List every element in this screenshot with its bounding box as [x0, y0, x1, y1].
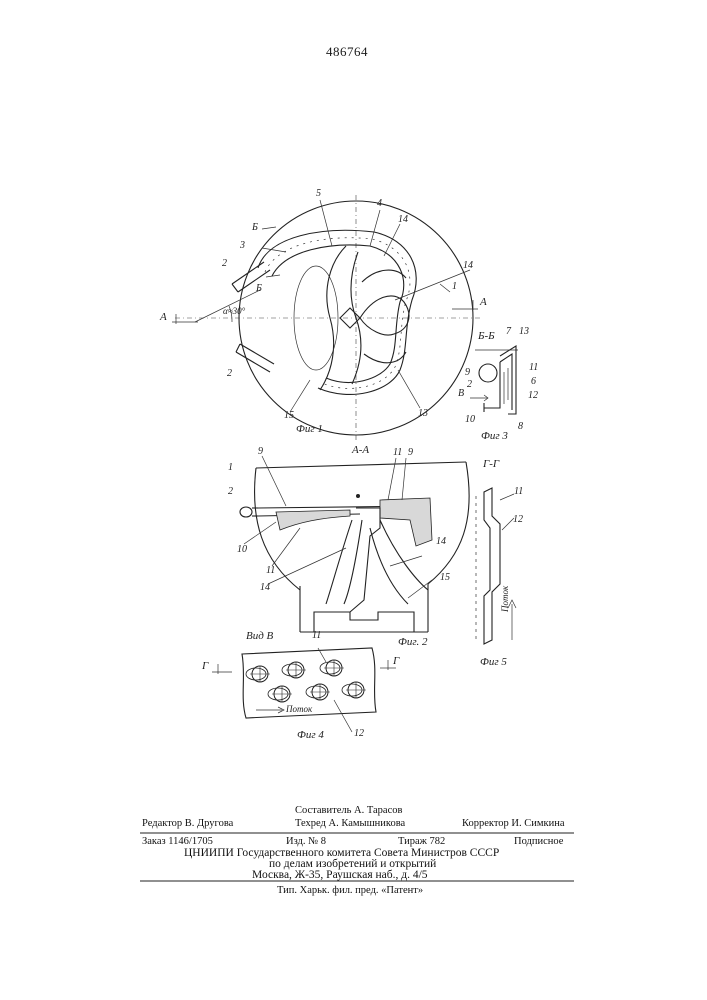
footer-circulation: Тираж 782 [398, 836, 445, 847]
footer-subscription: Подписное [514, 836, 563, 847]
footer-corrector: Корректор И. Симкина [462, 818, 565, 829]
footer-order: Заказ 1146/1705 [142, 836, 213, 847]
footer-issue: Изд. № 8 [286, 836, 326, 847]
footer-editor: Редактор В. Другова [142, 818, 233, 829]
footer-techred: Техред А. Камышникова [295, 818, 405, 829]
footer-printer: Тип. Харьк. фил. пред. «Патент» [277, 885, 423, 896]
footer-compiler: Составитель А. Тарасов [295, 805, 402, 816]
footer-address: Москва, Ж-35, Раушская наб., д. 4/5 [252, 869, 428, 881]
